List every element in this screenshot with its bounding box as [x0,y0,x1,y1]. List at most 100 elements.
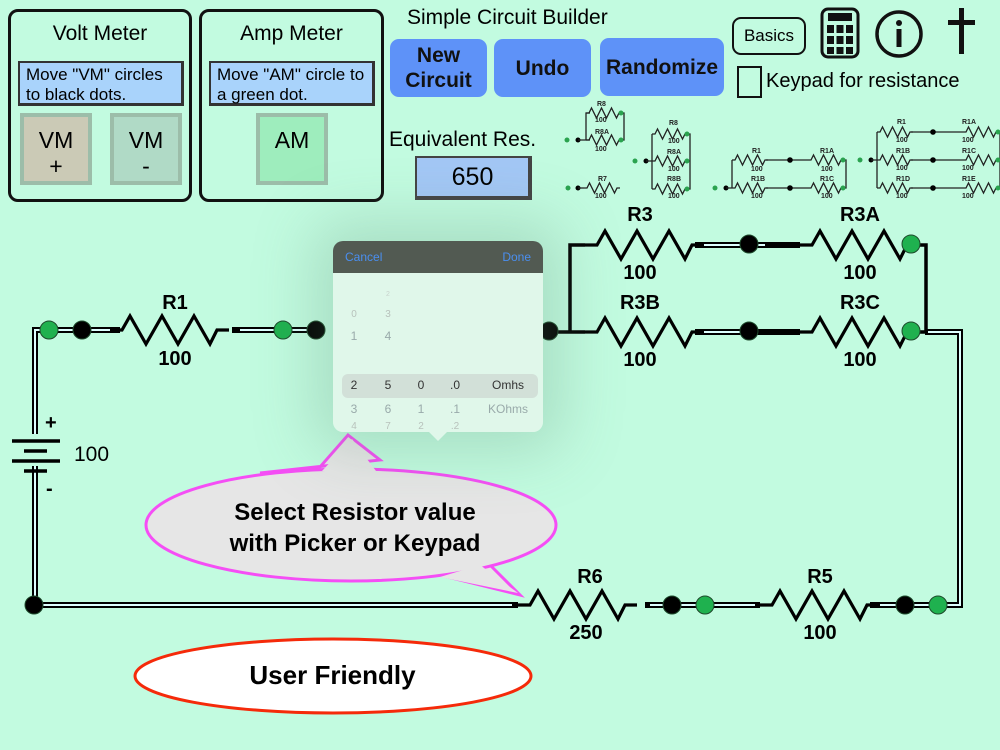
picker-col2-item[interactable]: 7 [385,421,391,432]
picker-col3-selected[interactable]: 0 [417,378,425,392]
am-probe[interactable]: AM [256,113,328,185]
calculator-icon[interactable] [820,7,860,59]
tpl-label: R1A [820,148,835,155]
resistor-r5[interactable] [758,589,881,621]
picker-col1-item[interactable]: 1 [350,329,358,343]
node-black[interactable] [24,595,44,615]
r3a-value: 100 [843,262,877,284]
r3-value: 100 [623,262,657,284]
picker-col2-item[interactable]: 3 [385,309,391,320]
picker-wheels[interactable]: 0 1 2 3 4 2 3 4 5 6 7 0 1 2 .0 .1 .2 Omh… [333,273,543,432]
resistor-r3c[interactable] [798,316,921,348]
tpl-value: 100 [595,146,607,153]
tpl-label: R7 [598,176,607,183]
picker-col4-item[interactable]: .2 [450,421,460,432]
node-black[interactable] [662,595,682,615]
template-grid-2x2[interactable] [712,154,847,194]
resistor-r3b[interactable] [583,316,706,348]
vm-minus-probe[interactable]: VM - [110,113,182,185]
tpl-value: 100 [751,166,763,173]
cross-icon[interactable] [945,8,979,54]
vm-plus-sign: + [49,153,63,179]
node-green[interactable] [273,320,293,340]
picker-col2-item[interactable]: 2 [386,291,390,298]
volt-meter-title: Volt Meter [52,22,148,45]
node-green[interactable] [39,320,59,340]
vm-plus-probe[interactable]: VM + [20,113,92,185]
tpl-label: R1 [897,119,906,126]
picker-col2-item[interactable]: 4 [384,329,392,343]
tpl-label: R8B [667,176,682,183]
tpl-label: R1D [896,176,911,183]
picker-unit-item[interactable]: KOhms [487,402,528,416]
picker-col2-selected[interactable]: 5 [384,378,392,392]
tpl-label: R8 [669,120,678,127]
template-parallel-2[interactable] [564,107,625,146]
r3a-name: R3A [839,204,880,226]
battery-value: 100 [74,443,110,466]
new-circuit-button[interactable]: New Circuit [390,39,487,97]
tpl-label: R8 [597,101,606,108]
r5-name: R5 [807,566,833,588]
picker-col1-selected[interactable]: 2 [350,378,358,392]
node-black[interactable] [739,234,759,254]
picker-col2-item[interactable]: 6 [384,402,392,416]
node-green[interactable] [928,595,948,615]
keypad-checkbox[interactable] [737,66,762,98]
node-black[interactable] [895,595,915,615]
tpl-value: 100 [668,166,680,173]
picker-col3-item[interactable]: 2 [418,421,424,432]
picker-done-button[interactable]: Done [502,250,531,264]
tpl-value: 100 [751,193,763,200]
vm-plus-label: VM [38,127,74,153]
picker-unit-selected[interactable]: Omhs [491,378,524,392]
picker-col3-item[interactable]: 1 [417,402,425,416]
info-icon[interactable] [874,9,924,59]
tpl-label: R1B [896,148,911,155]
tpl-value: 100 [668,193,680,200]
resistor-r3[interactable] [583,229,706,261]
picker-col4-item[interactable]: .1 [449,402,460,416]
tpl-value: 100 [962,137,974,144]
node-black[interactable] [72,320,92,340]
template-single[interactable] [565,182,621,194]
tpl-value: 100 [595,193,607,200]
basics-button[interactable]: Basics [732,17,806,55]
node-green[interactable] [901,321,921,341]
tpl-value: 100 [896,137,908,144]
r3c-name: R3C [839,292,880,314]
template-parallel-3[interactable] [632,128,691,195]
app-title: Simple Circuit Builder [407,6,608,29]
node-green[interactable] [695,595,715,615]
keypad-checkbox-label: Keypad for resistance [766,70,960,92]
tpl-label: R1C [820,176,835,183]
picker-col1-item[interactable]: 3 [350,402,358,416]
node-green[interactable] [901,234,921,254]
picker-header: Cancel Done [333,241,543,273]
new-circuit-line2: Circuit [405,69,472,92]
amp-meter-panel: Amp Meter Move "AM" circle to a green do… [199,9,384,202]
randomize-button[interactable]: Randomize [600,38,724,96]
tpl-label: R8A [595,129,610,136]
equivalent-label: Equivalent Res. [389,128,537,151]
tpl-label: R8A [667,149,682,156]
node-black[interactable] [739,321,759,341]
node-black[interactable] [306,320,326,340]
r3b-name: R3B [619,292,660,314]
resistance-picker-popover: Cancel Done 0 1 2 3 4 2 3 4 5 6 7 0 1 2 … [333,241,543,441]
tpl-value: 100 [962,165,974,172]
picker-cancel-button[interactable]: Cancel [345,250,383,264]
picker-col1-item[interactable]: 4 [351,421,357,432]
picker-col1-item[interactable]: 0 [351,309,357,320]
resistor-r3a[interactable] [798,229,921,261]
battery-plus: + [45,412,57,434]
resistor-r1[interactable] [108,314,231,346]
amp-meter-title: Amp Meter [240,22,343,45]
picker-selection-row [342,374,538,398]
battery-minus: - [46,478,53,500]
battery[interactable] [12,434,60,473]
picker-col4-selected[interactable]: .0 [449,378,460,392]
undo-button[interactable]: Undo [494,39,591,97]
tpl-value: 100 [668,138,680,145]
new-circuit-line1: New [416,44,461,67]
